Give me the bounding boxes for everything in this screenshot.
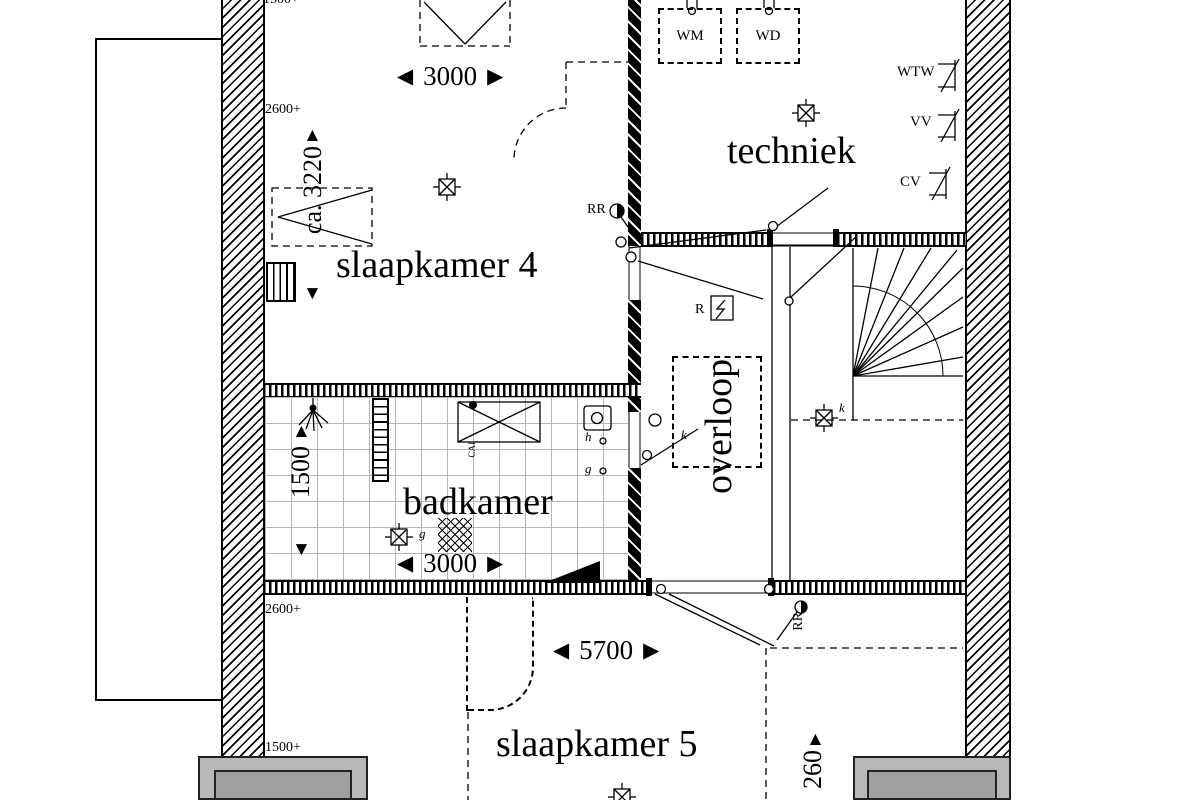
wall-techniek-south-left [641,232,769,247]
dryer-label: WD [755,27,781,44]
level-marker-bottom: 1500+ [265,740,301,755]
arrow-down-icon: ▼ [292,539,311,560]
exterior-wall-left [221,0,265,757]
dormer-right-inner [867,770,997,800]
shower-drain [438,518,472,552]
wall-south-left [263,580,650,595]
washing-machine-label: WM [676,27,704,44]
arrow-left-icon: ◀ [553,638,570,662]
vv-valve-icon [938,108,960,143]
wall-south-right [773,580,966,595]
dryer-box: WD [736,8,800,64]
arrow-right-icon: ▶ [643,638,660,662]
rr-label-bottom: RR [791,612,806,631]
arrow-left-icon: ◀ [397,64,414,88]
arrow-up-icon: ▲ [303,125,322,146]
wtw-valve-icon [938,58,960,93]
wtw-label: WTW [897,64,935,80]
tap-label-k2: k [839,400,845,415]
dimension-slaapkamer4-depth: ca. 3220 [298,146,327,235]
dimension-slaapkamer5-width-value: 5700 [579,635,634,665]
slaapkamer5-door [646,578,775,647]
dimension-top-width-value: 3000 [423,61,478,91]
dimension-top-width: ◀ 3000 ▶ [397,63,503,90]
room-label-overloop: overloop [698,358,740,494]
room-label-slaapkamer4: slaapkamer 4 [336,244,538,286]
wall-techniek-south-right [837,232,966,247]
closet-dashed-outline [466,597,534,711]
overloop-dashed-outline [672,356,762,468]
tap-label-h: h [585,429,592,444]
cv-valve-icon [929,166,951,201]
arrow-up-icon: ▲ [806,729,825,750]
towel-radiator [372,398,389,482]
switch-label: R [695,302,705,317]
core-wall-upper [628,0,641,246]
dimension-badkamer-width: ◀ 3000 ▶ [397,550,503,577]
level-marker-upper: 2600+ [265,102,301,117]
dimension-right-offset: 260 [798,750,827,789]
room-label-badkamer: badkamer [403,481,553,523]
rr-label-top: RR [587,202,606,217]
room-label-techniek: techniek [727,130,856,172]
wall-badkamer-north [263,383,641,398]
dimension-slaapkamer5-width: ◀ 5700 ▶ [553,637,659,664]
cv-label: CV [900,174,921,190]
core-wall-lower [628,468,641,580]
exterior-wall-right [965,0,1011,757]
tap-label-g1: g [585,461,592,476]
arrow-up-icon: ▲ [292,421,311,442]
dimension-badkamer-depth: 1500 [286,446,315,498]
roof-edge-line [95,38,222,701]
level-marker-top: 1500+ [263,0,299,7]
cai-label: CAI [467,442,477,458]
arrow-right-icon: ▶ [487,64,504,88]
wall-radiator [266,262,296,302]
tap-label-k1: k [681,427,687,442]
arrow-down-icon: ▼ [303,283,322,304]
arrow-left-icon: ◀ [397,551,414,575]
switch-box [710,295,734,321]
vv-label: VV [910,114,932,130]
dimension-badkamer-width-value: 3000 [423,548,478,578]
techniek-door [767,187,839,247]
washing-machine-box: WM [658,8,722,64]
dormer-left-inner [214,770,352,800]
room-label-slaapkamer5: slaapkamer 5 [496,723,698,765]
arrow-right-icon: ▶ [487,551,504,575]
tap-label-g2: g [419,526,426,541]
level-marker-lower: 2600+ [265,602,301,617]
